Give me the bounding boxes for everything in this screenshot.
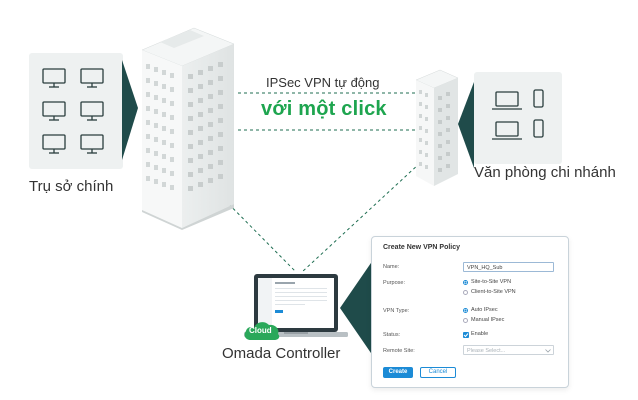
- hq-building-icon: [141, 27, 235, 230]
- dialog-title: Create New VPN Policy: [383, 244, 461, 251]
- hq-pointer: [122, 60, 138, 160]
- monitor-icon: [42, 101, 66, 121]
- vpn-type-manual-radio[interactable]: [463, 318, 468, 323]
- branch-pointer: [458, 82, 474, 168]
- monitor-icon: [80, 134, 104, 154]
- vpn-policy-dialog: Create New VPN Policy Name: VPN_HQ_Sub P…: [371, 236, 569, 388]
- purpose-label: Purpose:: [383, 280, 406, 286]
- vpn-type-option-2: Manual IPsec: [471, 317, 505, 323]
- vpn-emphasis: với một click: [261, 98, 387, 120]
- purpose-option-2: Client-to-Site VPN: [471, 289, 516, 295]
- vpn-type-label: VPN Type:: [383, 308, 410, 314]
- hq-device-panel: [29, 53, 123, 169]
- chevron-down-icon: [545, 349, 551, 353]
- name-input[interactable]: VPN_HQ_Sub: [463, 262, 554, 272]
- purpose-site-to-site-radio[interactable]: [463, 280, 468, 285]
- monitor-icon: [42, 134, 66, 154]
- vpn-caption: IPSec VPN tự động: [266, 75, 380, 90]
- purpose-option-1: Site-to-Site VPN: [471, 279, 512, 285]
- branch-controller-line: [301, 162, 421, 273]
- laptop-icon: [492, 91, 522, 110]
- remote-site-placeholder: Please Select...: [467, 347, 506, 354]
- name-label: Name:: [383, 264, 400, 270]
- vpn-type-auto-radio[interactable]: [463, 308, 468, 313]
- status-value: Enable: [471, 331, 489, 337]
- branch-devices: [492, 89, 544, 140]
- cancel-button[interactable]: Cancel: [420, 367, 456, 378]
- branch-device-panel: [474, 72, 562, 164]
- monitor-icon: [42, 68, 66, 88]
- branch-building-icon: [415, 69, 459, 186]
- purpose-client-to-site-radio[interactable]: [463, 290, 468, 295]
- hq-label: Trụ sở chính: [29, 178, 114, 195]
- cloud-badge-label: Cloud: [249, 326, 272, 335]
- status-checkbox[interactable]: [463, 332, 469, 338]
- branch-label: Văn phòng chi nhánh: [474, 164, 616, 181]
- status-label: Status:: [383, 332, 401, 338]
- monitor-icon: [80, 101, 104, 121]
- create-button[interactable]: Create: [383, 367, 413, 378]
- phone-icon: [533, 89, 544, 108]
- vpn-type-option-1: Auto IPsec: [471, 307, 498, 313]
- remote-site-label: Remote Site:: [383, 348, 415, 354]
- dialog-pointer: [340, 260, 373, 356]
- laptop-icon: [492, 121, 522, 140]
- remote-site-select[interactable]: Please Select...: [463, 345, 554, 355]
- hq-monitors: [42, 68, 104, 154]
- phone-icon: [533, 119, 544, 138]
- monitor-icon: [80, 68, 104, 88]
- name-value: VPN_HQ_Sub: [467, 264, 503, 271]
- cloud-icon: Cloud: [242, 318, 282, 342]
- controller-label: Omada Controller: [222, 345, 341, 362]
